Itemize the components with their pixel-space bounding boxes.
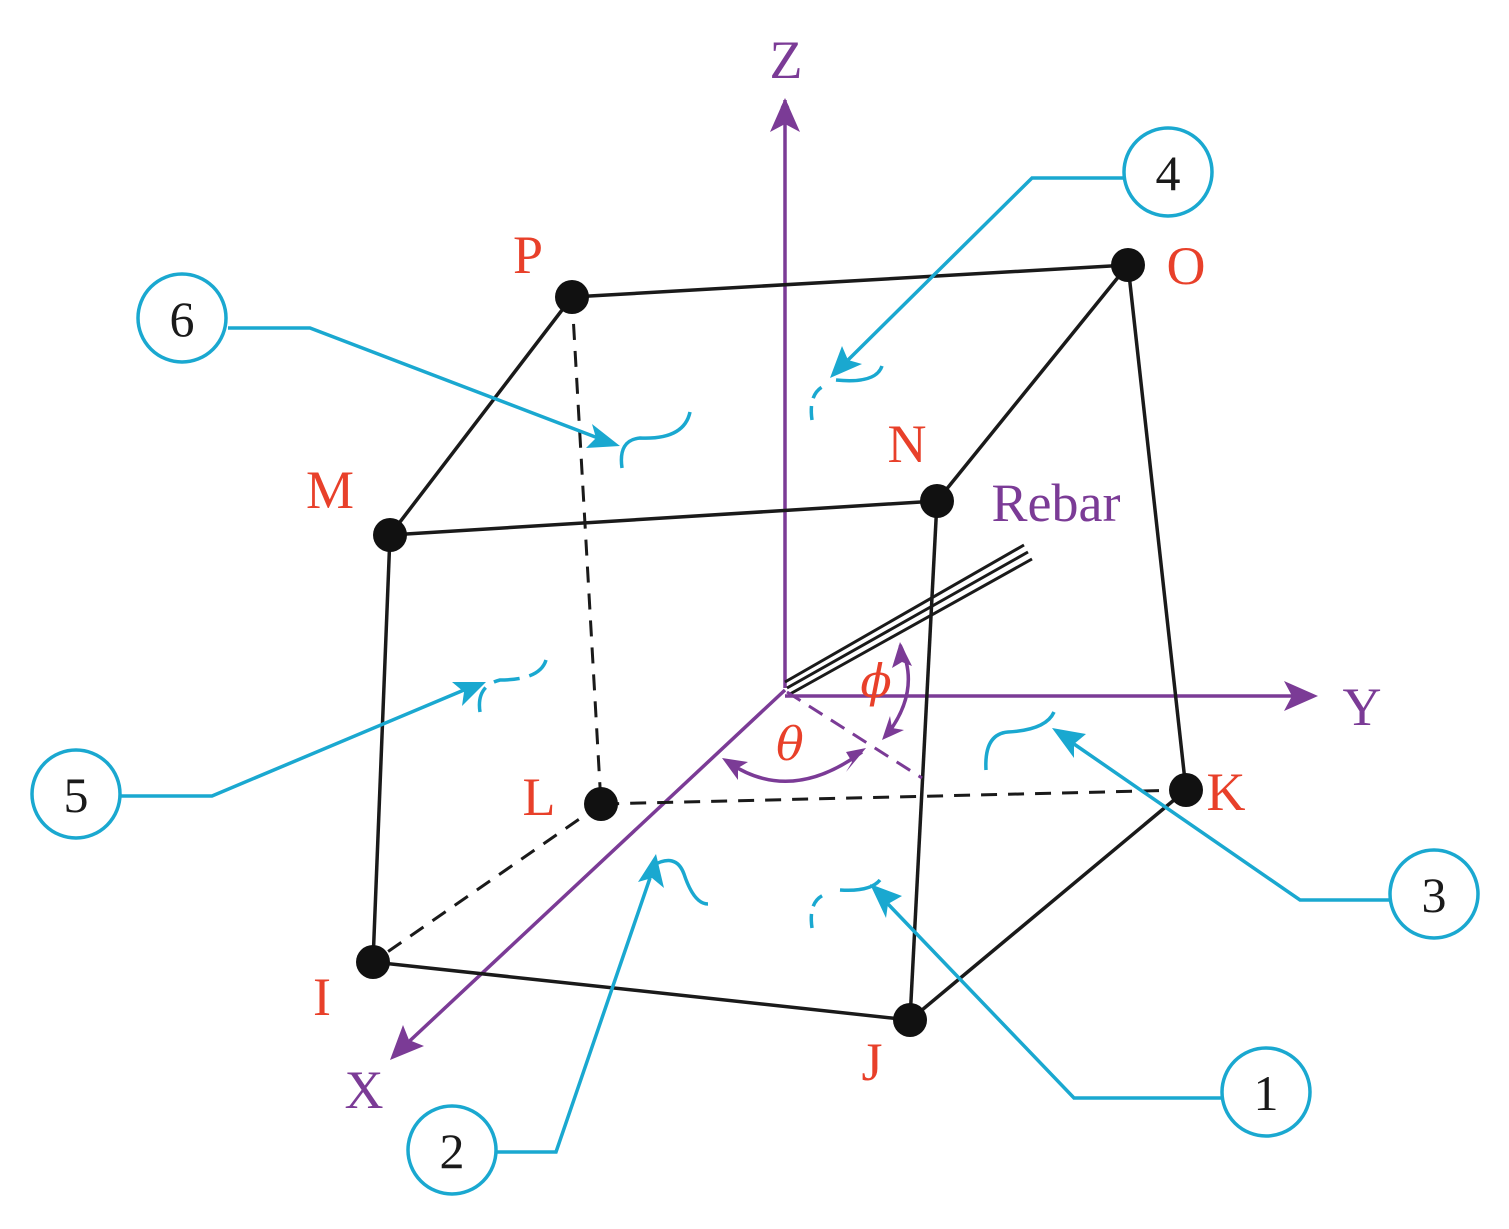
rebar-label: Rebar xyxy=(992,473,1121,533)
z-axis-label: Z xyxy=(770,30,803,90)
element-edges xyxy=(371,263,1188,1022)
callout-6-number: 6 xyxy=(170,291,195,347)
node-label-p: P xyxy=(513,225,543,285)
callout-5-number: 5 xyxy=(64,767,89,823)
callout-6: 6 xyxy=(136,272,228,364)
leader-1-head xyxy=(870,884,902,918)
element-nodes: I J K L M N O P xyxy=(306,225,1246,1092)
phi-arrowhead-top xyxy=(892,642,912,668)
leader-6-head xyxy=(586,424,620,448)
phi-arrowhead-bottom xyxy=(882,716,904,740)
face-4-marker xyxy=(809,383,827,421)
face-1-marker xyxy=(809,892,827,929)
node-label-l: L xyxy=(523,767,556,827)
leader-6 xyxy=(228,326,599,440)
rebar: Rebar ϕ θ xyxy=(722,473,1121,783)
x-axis xyxy=(398,688,787,1052)
node-n-dot xyxy=(920,484,954,518)
y-axis-label: Y xyxy=(1343,677,1382,737)
x-axis-label: X xyxy=(345,1060,384,1120)
node-label-k: K xyxy=(1207,762,1246,822)
edge-m-n xyxy=(389,499,938,537)
edge-k-l xyxy=(600,788,1187,806)
callout-1-number: 1 xyxy=(1254,1065,1279,1121)
leader-1 xyxy=(886,902,1222,1100)
theta-label: θ xyxy=(776,717,804,771)
edge-n-o xyxy=(935,263,1130,503)
node-label-o: O xyxy=(1167,236,1206,296)
leader-5 xyxy=(120,688,465,798)
callout-2-circle xyxy=(406,1104,498,1196)
callout-1-circle xyxy=(1220,1046,1312,1138)
edge-j-k xyxy=(908,788,1188,1022)
leader-4 xyxy=(846,176,1126,362)
node-label-m: M xyxy=(306,460,354,520)
face-2-marker xyxy=(651,858,709,906)
callout-2: 2 xyxy=(406,1104,498,1196)
face-markers xyxy=(477,365,1056,929)
leader-5-head xyxy=(452,682,486,706)
rebar-line-3 xyxy=(789,557,1033,696)
x-axis-arrowhead xyxy=(390,1025,424,1060)
leader-3 xyxy=(1073,742,1390,902)
edge-l-i xyxy=(372,802,602,964)
rebar-line-1 xyxy=(784,543,1025,684)
y-axis-arrowhead xyxy=(1284,681,1318,711)
callout-3: 3 xyxy=(1388,848,1480,940)
node-label-i: I xyxy=(313,967,331,1027)
leader-4-head xyxy=(830,346,862,378)
node-m-dot xyxy=(373,518,407,552)
theta-arc xyxy=(727,750,864,783)
callout-4-number: 4 xyxy=(1156,145,1181,201)
node-l-dot xyxy=(584,787,618,821)
callout-4-circle xyxy=(1122,126,1214,218)
callout-5: 5 xyxy=(30,748,122,840)
theta-arrowhead-right xyxy=(846,748,866,772)
node-i-dot xyxy=(356,945,390,979)
callout-5-circle xyxy=(30,748,122,840)
face-1-marker-2 xyxy=(839,878,882,893)
theta-arrowhead-left xyxy=(722,758,748,780)
node-label-j: J xyxy=(861,1032,882,1092)
face-5-marker xyxy=(477,659,548,713)
edge-m-i xyxy=(371,534,392,963)
edge-p-l xyxy=(570,296,603,805)
callout-6-circle xyxy=(136,272,228,364)
edge-o-p xyxy=(571,263,1129,299)
callout-2-number: 2 xyxy=(440,1123,465,1179)
node-p-dot xyxy=(555,280,589,314)
face-callouts: 1 2 3 4 5 6 xyxy=(30,126,1480,1196)
callout-1: 1 xyxy=(1220,1046,1312,1138)
face-3-marker xyxy=(984,711,1056,771)
leader-3-head xyxy=(1052,728,1086,758)
node-k-dot xyxy=(1169,773,1203,807)
leader-2 xyxy=(496,877,652,1154)
callout-4: 4 xyxy=(1122,126,1214,218)
face-6-marker xyxy=(619,411,692,469)
coordinate-axes: Z Y X xyxy=(345,30,1382,1120)
node-o-dot xyxy=(1111,248,1145,282)
callout-3-number: 3 xyxy=(1422,867,1447,923)
edge-i-j xyxy=(372,960,911,1022)
leader-2-head xyxy=(638,854,664,888)
edge-p-m xyxy=(388,295,574,537)
edge-o-k xyxy=(1126,264,1188,791)
z-axis-arrowhead xyxy=(770,98,800,132)
node-j-dot xyxy=(893,1003,927,1037)
phi-label: ϕ xyxy=(860,654,891,708)
rebar-line-2 xyxy=(786,550,1029,690)
face-4-marker-2 xyxy=(835,365,884,383)
callout-leaders xyxy=(120,176,1390,1154)
node-label-n: N xyxy=(888,414,927,474)
rebar-projection xyxy=(786,690,923,780)
callout-3-circle xyxy=(1388,848,1480,940)
